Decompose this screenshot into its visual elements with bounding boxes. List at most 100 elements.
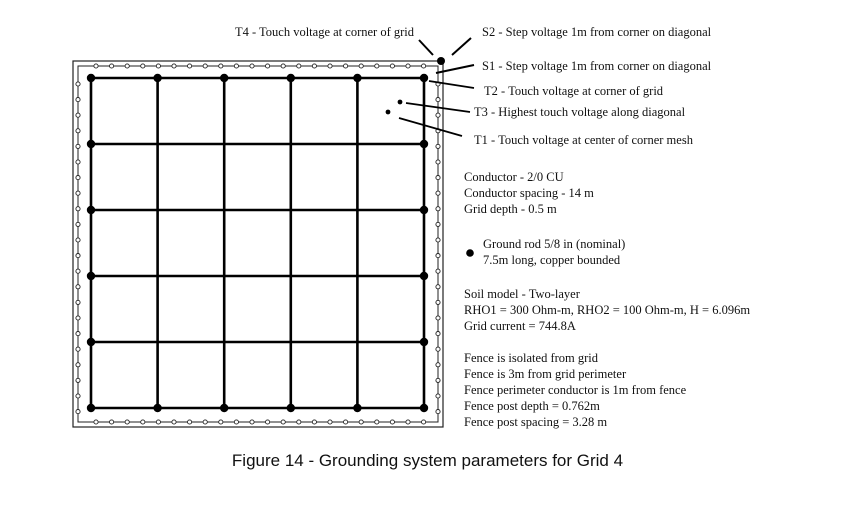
- fence-post: [75, 253, 81, 259]
- fence-post: [358, 63, 364, 69]
- fence-post: [405, 63, 411, 69]
- fence-post: [265, 419, 271, 425]
- fence-post: [421, 419, 427, 425]
- fence-post: [343, 63, 349, 69]
- ground-rod-size: Ground rod 5/8 in (nominal): [483, 237, 626, 251]
- fence-post: [75, 128, 81, 134]
- fence-post: [435, 409, 441, 415]
- fence-post: [435, 315, 441, 321]
- s2-label: S2 - Step voltage 1m from corner on diag…: [482, 25, 712, 39]
- fence-post: [435, 159, 441, 165]
- fence-post: [75, 206, 81, 212]
- fence-post: [75, 299, 81, 305]
- fence-posts: [75, 63, 441, 425]
- fence-post: [109, 63, 115, 69]
- fence-post-spacing: Fence post spacing = 3.28 m: [464, 415, 608, 429]
- fence-post: [435, 362, 441, 368]
- fence-post: [75, 237, 81, 243]
- fence-post: [421, 63, 427, 69]
- soil-parameters: Soil model - Two-layer RHO1 = 300 Ohm-m,…: [464, 286, 750, 334]
- ground-rod: [419, 271, 429, 281]
- fence-post: [75, 315, 81, 321]
- t1-leader: [398, 117, 463, 137]
- fence-post: [93, 63, 99, 69]
- ground-rod: [286, 73, 295, 83]
- ground-rod: [286, 403, 295, 413]
- fence-post: [435, 237, 441, 243]
- fence-post: [280, 419, 286, 425]
- fence-post: [435, 190, 441, 196]
- ground-rod: [153, 73, 162, 83]
- fence-post: [435, 393, 441, 399]
- fence-post: [202, 419, 208, 425]
- fence-post: [75, 175, 81, 181]
- conductor-parameters: Conductor - 2/0 CU Conductor spacing - 1…: [464, 169, 594, 217]
- fence-outer: [72, 60, 444, 428]
- fence-post: [343, 419, 349, 425]
- grid-current: Grid current = 744.8A: [464, 319, 576, 333]
- ground-rod: [353, 73, 362, 83]
- fence-post: [311, 419, 317, 425]
- ground-rod: [153, 403, 162, 413]
- fence-post: [75, 143, 81, 149]
- soil-model: Soil model - Two-layer: [464, 287, 580, 301]
- conductor-type: Conductor - 2/0 CU: [464, 170, 564, 184]
- fence-post: [435, 221, 441, 227]
- ground-rod: [419, 73, 429, 83]
- fence-post: [405, 419, 411, 425]
- fence-post: [75, 409, 81, 415]
- soil-resistivity: RHO1 = 300 Ohm-m, RHO2 = 100 Ohm-m, H = …: [464, 303, 751, 317]
- t3-point: [397, 99, 403, 105]
- fence-post: [75, 377, 81, 383]
- fence-post: [187, 419, 193, 425]
- ground-rod: [220, 403, 229, 413]
- grid-conductors: [89, 76, 426, 410]
- ground-rod-length: 7.5m long, copper bounded: [483, 253, 621, 267]
- fence-post: [75, 284, 81, 290]
- t2-label: T2 - Touch voltage at corner of grid: [484, 84, 664, 98]
- s1-leader: [435, 64, 475, 74]
- fence-post: [296, 63, 302, 69]
- fence-post: [374, 63, 380, 69]
- fence-post: [327, 419, 333, 425]
- fence-post: [249, 63, 255, 69]
- ground-rod: [353, 403, 362, 413]
- t1-label: T1 - Touch voltage at center of corner m…: [474, 133, 694, 147]
- figure-caption: Figure 14 - Grounding system parameters …: [231, 451, 624, 470]
- fence-post: [109, 419, 115, 425]
- fence-post: [75, 362, 81, 368]
- fence-distance: Fence is 3m from grid perimeter: [464, 367, 627, 381]
- ground-rod: [419, 337, 429, 347]
- fence-post: [389, 63, 395, 69]
- fence-post: [435, 206, 441, 212]
- ground-rod: [86, 271, 96, 281]
- ground-rod: [86, 73, 96, 83]
- fence-parameters: Fence is isolated from grid Fence is 3m …: [464, 350, 686, 430]
- fence-post: [435, 377, 441, 383]
- s2-point: [437, 57, 445, 65]
- fence-post: [140, 63, 146, 69]
- ground-rod: [86, 205, 96, 215]
- fence-isolation: Fence is isolated from grid: [464, 351, 598, 365]
- t3-leader: [405, 102, 471, 113]
- fence-post: [435, 284, 441, 290]
- fence-post: [75, 393, 81, 399]
- ground-rod: [419, 403, 429, 413]
- fence-post: [435, 346, 441, 352]
- fence-post: [218, 419, 224, 425]
- fence-post: [435, 112, 441, 118]
- fence-post: [435, 299, 441, 305]
- fence-post: [75, 97, 81, 103]
- fence-post: [171, 63, 177, 69]
- ground-rod: [419, 139, 429, 149]
- t3-label: T3 - Highest touch voltage along diagona…: [474, 105, 686, 119]
- fence-post: [435, 253, 441, 259]
- fence-post: [280, 63, 286, 69]
- t4-label: T4 - Touch voltage at corner of grid: [235, 25, 415, 39]
- fence-conductor-distance: Fence perimeter conductor is 1m from fen…: [464, 383, 687, 397]
- fence-inner: [77, 65, 439, 423]
- fence-post: [124, 419, 130, 425]
- t4-leader: [418, 39, 434, 56]
- fence-post: [265, 63, 271, 69]
- ground-rod: [220, 73, 229, 83]
